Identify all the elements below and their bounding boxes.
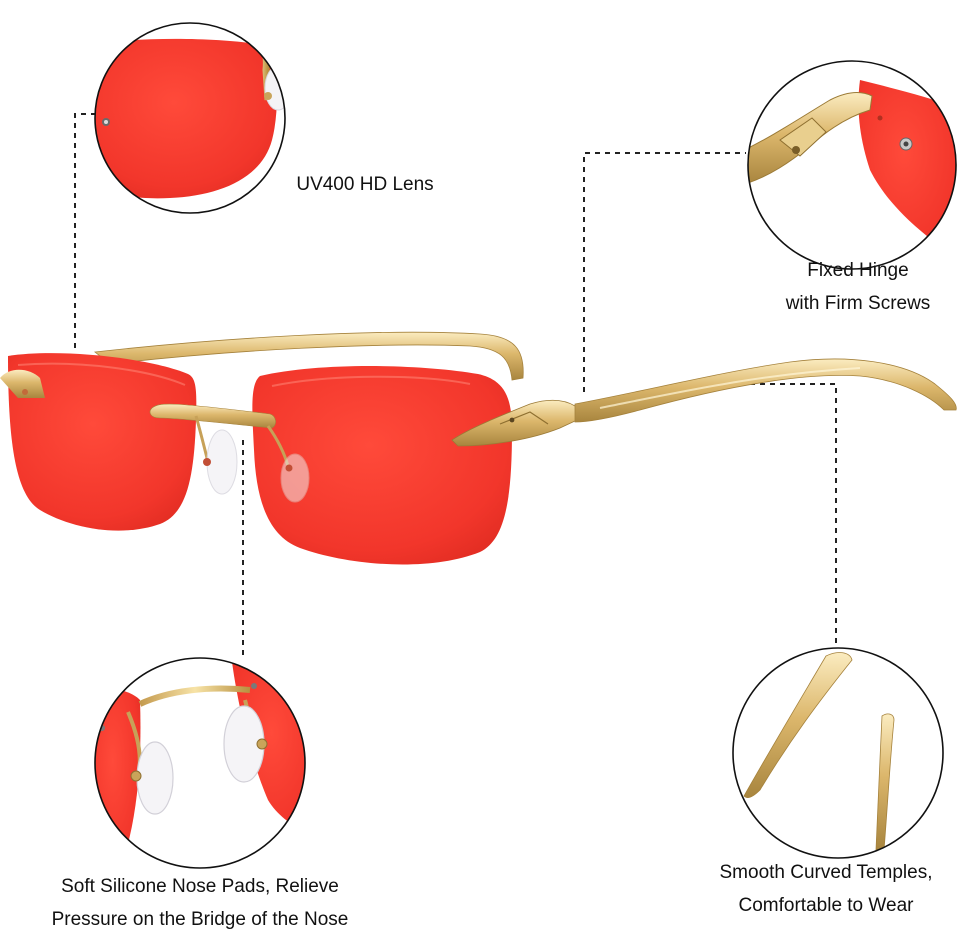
callout-hinge-label: Fixed Hinge with Firm Screws [760,254,956,320]
nose-pad-right [280,453,310,503]
right-lens [252,366,512,565]
callout-temples-line-1: Smooth Curved Temples, [719,862,933,883]
callout-nose-pads-label: Soft Silicone Nose Pads, Relieve Pressur… [18,870,382,936]
detail-circle-lens [94,22,286,214]
callout-temples-line-2: Comfortable to Wear [738,895,914,916]
callout-hinge-line-1: Fixed Hinge [807,260,909,281]
callout-nose-pads-line-1: Soft Silicone Nose Pads, Relieve [61,876,339,897]
nose-pad-left [206,429,238,495]
callout-lens-label: UV400 HD Lens [280,168,450,201]
callout-lens-line-1: UV400 HD Lens [296,174,434,195]
panther-hinge [451,400,591,447]
connector-temples [720,383,837,650]
detail-circle-temples [732,647,944,859]
callout-temples-label: Smooth Curved Temples, Comfortable to We… [696,856,956,922]
connector-hinge [583,152,746,392]
detail-temples [732,647,944,859]
detail-hinge [747,60,957,270]
near-temple [574,358,957,423]
callout-hinge-line-2: with Firm Screws [785,293,931,314]
connector-lens [74,113,96,348]
detail-nose-pads [94,657,306,869]
callout-connectors [74,113,837,660]
bridge [149,403,276,429]
left-lens [8,353,197,531]
main-sunglasses [0,331,957,565]
far-temple [93,331,524,381]
detail-lens [94,22,286,214]
detail-circle-nose-pads [94,657,306,869]
callout-nose-pads-line-2: Pressure on the Bridge of the Nose [51,909,349,930]
detail-circle-hinge [747,60,957,270]
